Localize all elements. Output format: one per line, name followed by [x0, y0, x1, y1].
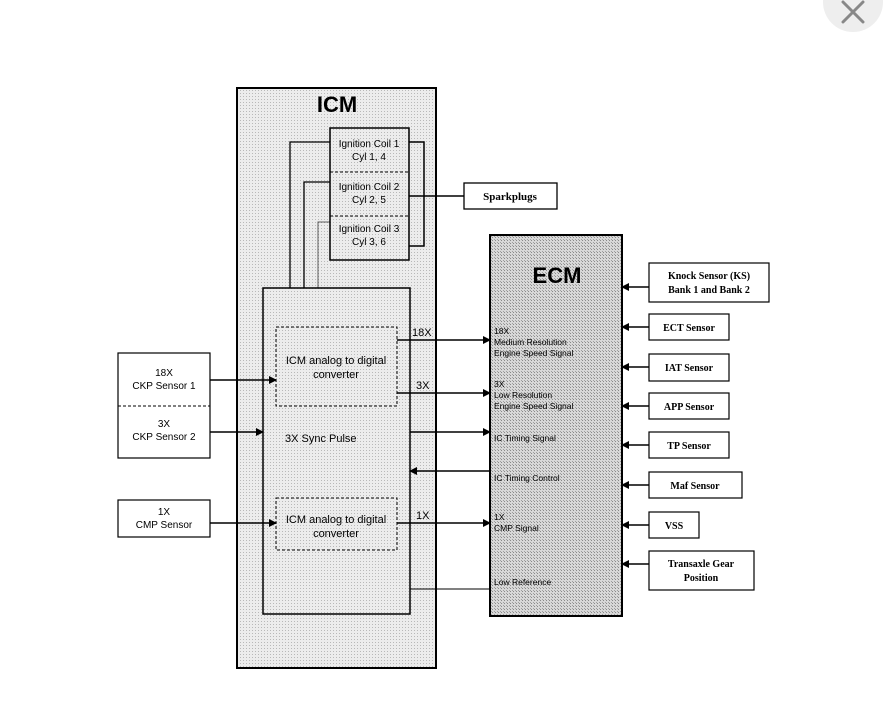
- ecm-box: [489, 234, 623, 617]
- tp-sensor: TP Sensor: [648, 431, 730, 459]
- icm-title: ICM: [317, 92, 357, 117]
- svg-text:Transaxle Gear: Transaxle Gear: [668, 559, 735, 570]
- svg-text:CKP Sensor 1: CKP Sensor 1: [132, 381, 196, 392]
- ect-sensor: ECT Sensor: [648, 313, 730, 341]
- svg-text:ICM analog to digital: ICM analog to digital: [286, 514, 386, 526]
- ecm-cmp-signal: 1X CMP Signal: [494, 512, 539, 533]
- vss-sensor: VSS: [648, 511, 700, 539]
- coil-group-box: [329, 127, 410, 261]
- ckp-sensor-2-label: 3X: [158, 419, 171, 430]
- svg-text:Cyl 2, 5: Cyl 2, 5: [352, 195, 386, 206]
- svg-text:TP Sensor: TP Sensor: [667, 441, 711, 452]
- svg-text:converter: converter: [313, 369, 359, 381]
- ecm-ic-timing-signal: IC Timing Signal: [494, 433, 556, 443]
- svg-text:converter: converter: [313, 528, 359, 540]
- knock-sensor: Knock Sensor (KS) Bank 1 and Bank 2: [648, 262, 770, 303]
- svg-text:ICM analog to digital: ICM analog to digital: [286, 355, 386, 367]
- ignition-coil-1: Ignition Coil 1 Cyl 1, 4: [339, 139, 400, 163]
- svg-text:Engine Speed Signal: Engine Speed Signal: [494, 348, 574, 358]
- svg-text:Bank 1 and Bank 2: Bank 1 and Bank 2: [668, 285, 750, 296]
- wire-label-1x: 1X: [416, 510, 430, 522]
- sparkplugs-label: Sparkplugs: [483, 191, 538, 203]
- svg-text:Ignition Coil 2: Ignition Coil 2: [339, 182, 400, 193]
- app-sensor: APP Sensor: [648, 392, 730, 420]
- wire-label-18x: 18X: [412, 327, 432, 339]
- converter-top: [275, 326, 398, 407]
- svg-text:1X: 1X: [494, 512, 505, 522]
- ignition-coil-2: Ignition Coil 2 Cyl 2, 5: [339, 182, 400, 206]
- svg-text:Knock Sensor (KS): Knock Sensor (KS): [668, 271, 750, 282]
- ecm-low-reference: Low Reference: [494, 577, 551, 587]
- cmp-sensor-box: [117, 499, 211, 538]
- ecm-ic-timing-control: IC Timing Control: [494, 473, 560, 483]
- svg-text:18X: 18X: [494, 326, 509, 336]
- cmp-sensor-label: 1X: [158, 507, 171, 518]
- sparkplugs-box: [463, 182, 558, 210]
- svg-text:Position: Position: [684, 573, 719, 584]
- svg-text:3X: 3X: [494, 379, 505, 389]
- ecm-signal-18x: 18X Medium Resolution Engine Speed Signa…: [494, 326, 574, 358]
- svg-text:CMP Signal: CMP Signal: [494, 523, 539, 533]
- ecm-signal-3x: 3X Low Resolution Engine Speed Signal: [494, 379, 574, 411]
- icm-inner-module: [262, 287, 411, 615]
- svg-text:APP Sensor: APP Sensor: [664, 402, 715, 413]
- svg-text:Ignition Coil 3: Ignition Coil 3: [339, 224, 400, 235]
- svg-text:Ignition Coil 1: Ignition Coil 1: [339, 139, 400, 150]
- svg-text:CMP Sensor: CMP Sensor: [136, 520, 193, 531]
- ecm-title: ECM: [533, 263, 582, 288]
- sync-pulse-label: 3X Sync Pulse: [285, 433, 357, 445]
- ignition-coil-3: Ignition Coil 3 Cyl 3, 6: [339, 224, 400, 248]
- svg-text:IAT Sensor: IAT Sensor: [665, 363, 714, 374]
- close-button[interactable]: [823, 0, 883, 32]
- iat-sensor: IAT Sensor: [648, 353, 730, 382]
- svg-text:Engine Speed Signal: Engine Speed Signal: [494, 401, 574, 411]
- close-icon: [841, 0, 865, 24]
- svg-text:Maf Sensor: Maf Sensor: [670, 481, 720, 492]
- svg-text:Cyl 1, 4: Cyl 1, 4: [352, 152, 386, 163]
- svg-text:Low Resolution: Low Resolution: [494, 390, 552, 400]
- svg-text:ECT Sensor: ECT Sensor: [663, 323, 715, 334]
- svg-text:Cyl 3, 6: Cyl 3, 6: [352, 237, 386, 248]
- wire-label-3x: 3X: [416, 380, 430, 392]
- svg-text:CKP Sensor 2: CKP Sensor 2: [132, 432, 196, 443]
- svg-text:VSS: VSS: [665, 521, 684, 532]
- svg-text:Medium Resolution: Medium Resolution: [494, 337, 567, 347]
- transaxle-gear-position: Transaxle Gear Position: [648, 550, 755, 591]
- ckp-sensor-1-label: 18X: [155, 368, 173, 379]
- maf-sensor: Maf Sensor: [648, 471, 743, 499]
